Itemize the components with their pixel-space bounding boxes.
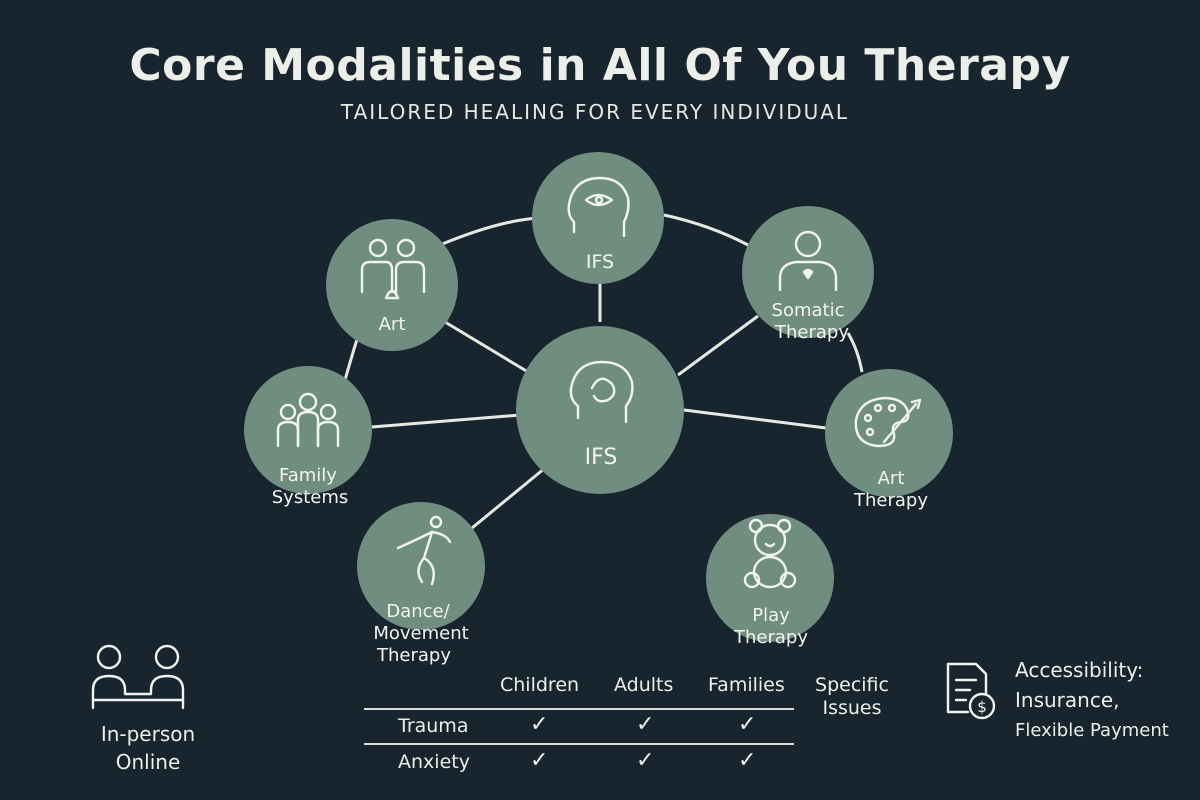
check-anxiety-families: ✓ [738, 748, 757, 773]
column-header-families: Families [708, 674, 785, 696]
node-somatic-label-2: Therapy [774, 322, 849, 343]
check-trauma-children: ✓ [530, 712, 549, 737]
node-art-therapy-label-1: Art [878, 468, 905, 489]
node-art-therapy: Art Therapy [825, 369, 953, 511]
family-icon [276, 392, 340, 448]
teddy-bear-icon [743, 518, 797, 589]
document-dollar-icon [946, 662, 996, 720]
node-dance-label-2: Movement [373, 623, 468, 644]
row-label-anxiety: Anxiety [398, 751, 470, 773]
connector-center-art [444, 320, 529, 374]
two-people-icon [360, 238, 426, 300]
palette-icon [854, 396, 922, 448]
session-format: In-person Online [78, 640, 218, 776]
node-family-label-1: Family [279, 465, 337, 486]
connector-center-family [371, 413, 521, 429]
check-trauma-families: ✓ [738, 712, 757, 737]
node-play-label-2: Therapy [733, 627, 808, 648]
connector-art-top [439, 216, 541, 247]
node-dance-label-3: Therapy [376, 645, 451, 666]
dollar-sign-glyph: $ [977, 698, 987, 716]
node-family-label-2: Systems [272, 487, 349, 508]
node-art: Art [326, 219, 458, 351]
node-dance: Dance/ Movement Therapy [357, 502, 485, 666]
table-divider-middle [364, 743, 794, 745]
table-divider-top [364, 708, 794, 710]
connector-center-arttherapy [683, 408, 827, 430]
column-header-children: Children [500, 674, 580, 696]
connector-top-somatic [663, 213, 749, 247]
node-somatic-label-1: Somatic [772, 300, 845, 321]
dancer-icon [396, 515, 452, 586]
person-heart-icon [778, 230, 838, 292]
row-label-trauma: Trauma [398, 715, 469, 737]
node-ifs-center: IFS [516, 326, 684, 494]
session-format-in-person: In-person [100, 722, 196, 746]
node-dance-label-1: Dance/ [386, 601, 450, 622]
node-ifs-top: IFS [532, 152, 664, 284]
specific-issues-line-1: Specific [815, 674, 889, 696]
check-trauma-adults: ✓ [636, 712, 655, 737]
accessibility-title: Accessibility: [1015, 658, 1144, 682]
node-family: Family Systems [244, 366, 372, 508]
node-ifs-top-label: IFS [586, 251, 614, 273]
node-somatic: Somatic Therapy [742, 206, 874, 343]
node-art-therapy-label-2: Therapy [853, 490, 928, 511]
session-format-online: Online [115, 750, 181, 774]
page-title: Core Modalities in All Of You Therapy [129, 40, 1071, 91]
head-icon [569, 360, 634, 424]
check-anxiety-adults: ✓ [636, 748, 655, 773]
node-play: Play Therapy [706, 514, 834, 648]
accessibility-flexible-payment: Flexible Payment [1015, 720, 1169, 741]
connector-somatic-arttherapy [846, 332, 864, 373]
check-anxiety-children: ✓ [530, 748, 549, 773]
connector-center-dance [471, 466, 546, 530]
connector-center-somatic [677, 314, 759, 377]
node-play-label-1: Play [752, 605, 790, 626]
page-subtitle: TAILORED HEALING FOR EVERY INDIVIDUAL [340, 100, 850, 124]
accessibility-insurance: Insurance, [1015, 688, 1120, 712]
specific-issues-label: Specific Issues [810, 674, 894, 720]
node-ifs-center-label: IFS [585, 445, 618, 470]
two-people-table-icon [91, 644, 185, 710]
node-art-label: Art [379, 314, 406, 335]
specific-issues-line-2: Issues [822, 697, 882, 719]
column-header-adults: Adults [614, 674, 674, 696]
head-eye-icon [567, 176, 630, 238]
